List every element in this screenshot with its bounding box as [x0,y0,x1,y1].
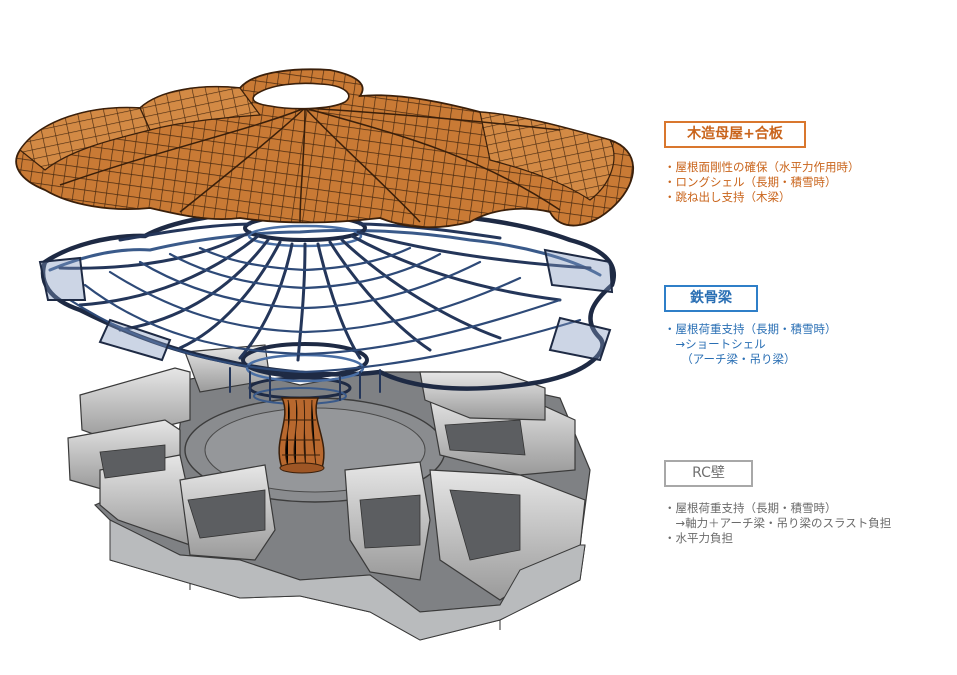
wood-layer-notes: ・屋根面剛性の確保（水平力作用時） ・ロングシェル（長期・積雪時） ・跳ね出し支… [664,160,860,205]
wood-note-1: ・屋根面剛性の確保（水平力作用時） [664,160,860,174]
rc-note-1: ・屋根荷重支持（長期・積雪時） [664,501,837,515]
steel-note-2: →ショートシェル [664,337,766,351]
wood-roof-layer [15,68,635,229]
steel-beam-layer [38,206,616,401]
rc-note-2: →軸力＋アーチ梁・吊り梁のスラスト負担 [664,516,892,530]
steel-hub-ring [241,342,369,378]
rc-layer-notes: ・屋根荷重支持（長期・積雪時） →軸力＋アーチ梁・吊り梁のスラスト負担 ・水平力… [664,501,891,546]
wood-layer-title: 木造母屋+合板 [664,121,806,148]
wood-oculus [252,82,350,110]
rc-layer-title: RC壁 [664,460,753,487]
wood-note-2: ・ロングシェル（長期・積雪時） [664,175,837,189]
rc-note-3: ・水平力負担 [664,531,733,545]
steel-note-3: （アーチ梁・吊り梁） [664,352,796,366]
wood-note-3: ・跳ね出し支持（木梁） [664,190,791,204]
steel-layer-notes: ・屋根荷重支持（長期・積雪時） →ショートシェル （アーチ梁・吊り梁） [664,322,837,367]
rc-wall-layer [67,344,591,641]
steel-layer-title: 鉄骨梁 [664,285,758,312]
steel-note-1: ・屋根荷重支持（長期・積雪時） [664,322,837,336]
